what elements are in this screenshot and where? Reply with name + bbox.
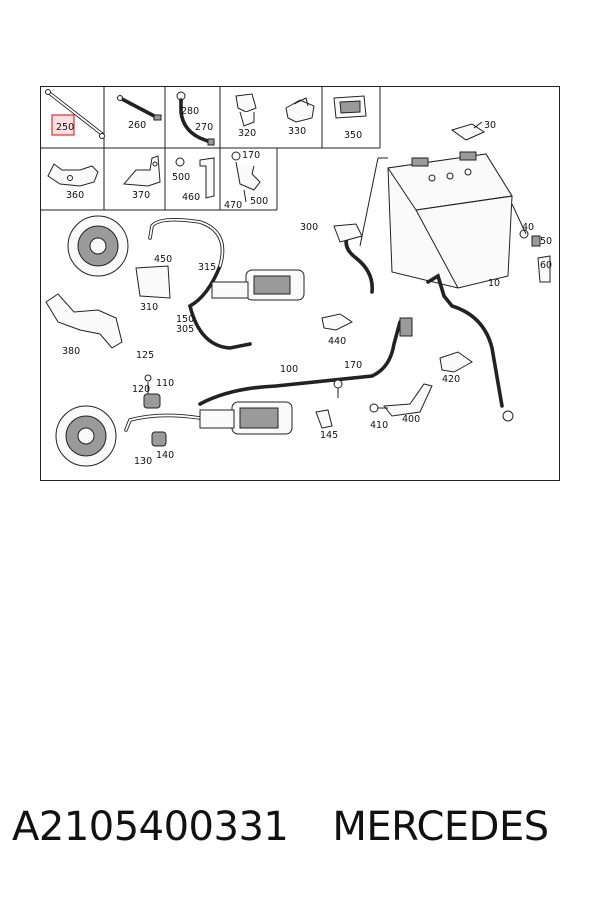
label-260: 260 [128,120,146,131]
label-330: 330 [288,126,306,137]
label-460: 460 [182,192,200,203]
parts-diagram: 250 260 280 270 320 330 350 360 370 500 … [40,86,560,481]
callout-125: 125 [136,350,154,361]
thumb-250-strap [45,89,105,139]
thumbnail-labels: 250 260 280 270 320 330 350 360 370 500 … [56,106,362,211]
thumb-370-bracket [122,155,161,187]
callout-120: 120 [132,384,150,395]
callout-130: 130 [134,456,152,467]
callout-410: 410 [370,420,388,431]
label-350: 350 [344,130,362,141]
label-270: 270 [195,122,213,133]
callout-10: 10 [488,278,500,289]
thumb-260-cable [117,95,162,121]
label-500b: 500 [250,196,268,207]
thumb-360-bracket [47,163,99,187]
label-470: 470 [224,200,242,211]
label-250: 250 [56,122,74,133]
callout-110: 110 [156,378,174,389]
callout-50: 50 [540,236,552,247]
starter-upper [211,269,305,301]
bracket-380 [45,293,123,349]
bracket-310 [135,265,171,299]
thumb-500-460-bracket [175,157,215,199]
callout-315: 315 [198,262,216,273]
diagram-frame [40,86,560,481]
bolt-170 [333,379,343,398]
callout-labels: 30 300 40 50 60 10 450 315 310 150 305 4… [62,120,552,467]
cable-upper [148,217,252,350]
callout-100: 100 [280,364,298,375]
callout-450: 450 [154,254,172,265]
part-number: A2105400331 [12,804,289,850]
clip-145 [315,409,333,429]
callout-300: 300 [300,222,318,233]
brand-name: MERCEDES [332,804,549,850]
thumb-320-bracket [235,93,257,127]
label-500a: 500 [172,172,190,183]
bracket-400 [383,383,433,417]
callout-30: 30 [484,120,496,131]
clip-420 [439,351,473,373]
label-320: 320 [238,128,256,139]
callout-420: 420 [442,374,460,385]
battery-cap [450,121,486,141]
thumb-330-clip [285,97,315,123]
highlight-box [51,114,75,136]
callout-60: 60 [540,260,552,271]
part-caption: A2105400331 MERCEDES [12,804,592,850]
clip-440 [321,313,353,331]
bolt-410 [369,403,388,413]
battery [387,151,513,289]
alternator-bottom [55,405,117,467]
label-170a: 170 [242,150,260,161]
thumb-170-470-500-bracket [231,151,261,203]
label-370: 370 [132,190,150,201]
terminal-300 [333,223,363,243]
callout-140: 140 [156,450,174,461]
thumb-280-270-cable [176,91,215,146]
callout-400: 400 [402,414,420,425]
callout-40: 40 [522,222,534,233]
thumbnail-grid [40,86,381,211]
cable-lower [124,413,224,432]
callout-440: 440 [328,336,346,347]
callout-150: 150 [176,314,194,325]
callout-145: 145 [320,430,338,441]
callout-380: 380 [62,346,80,357]
grommets [143,374,167,447]
leader-lines [359,157,527,247]
callout-170: 170 [344,360,362,371]
label-280: 280 [181,106,199,117]
callout-310: 310 [140,302,158,313]
alternator-top [67,215,129,277]
label-360: 360 [66,190,84,201]
callout-305: 305 [176,324,194,335]
thumb-350-holder [333,95,367,119]
starter-lower [199,401,293,435]
